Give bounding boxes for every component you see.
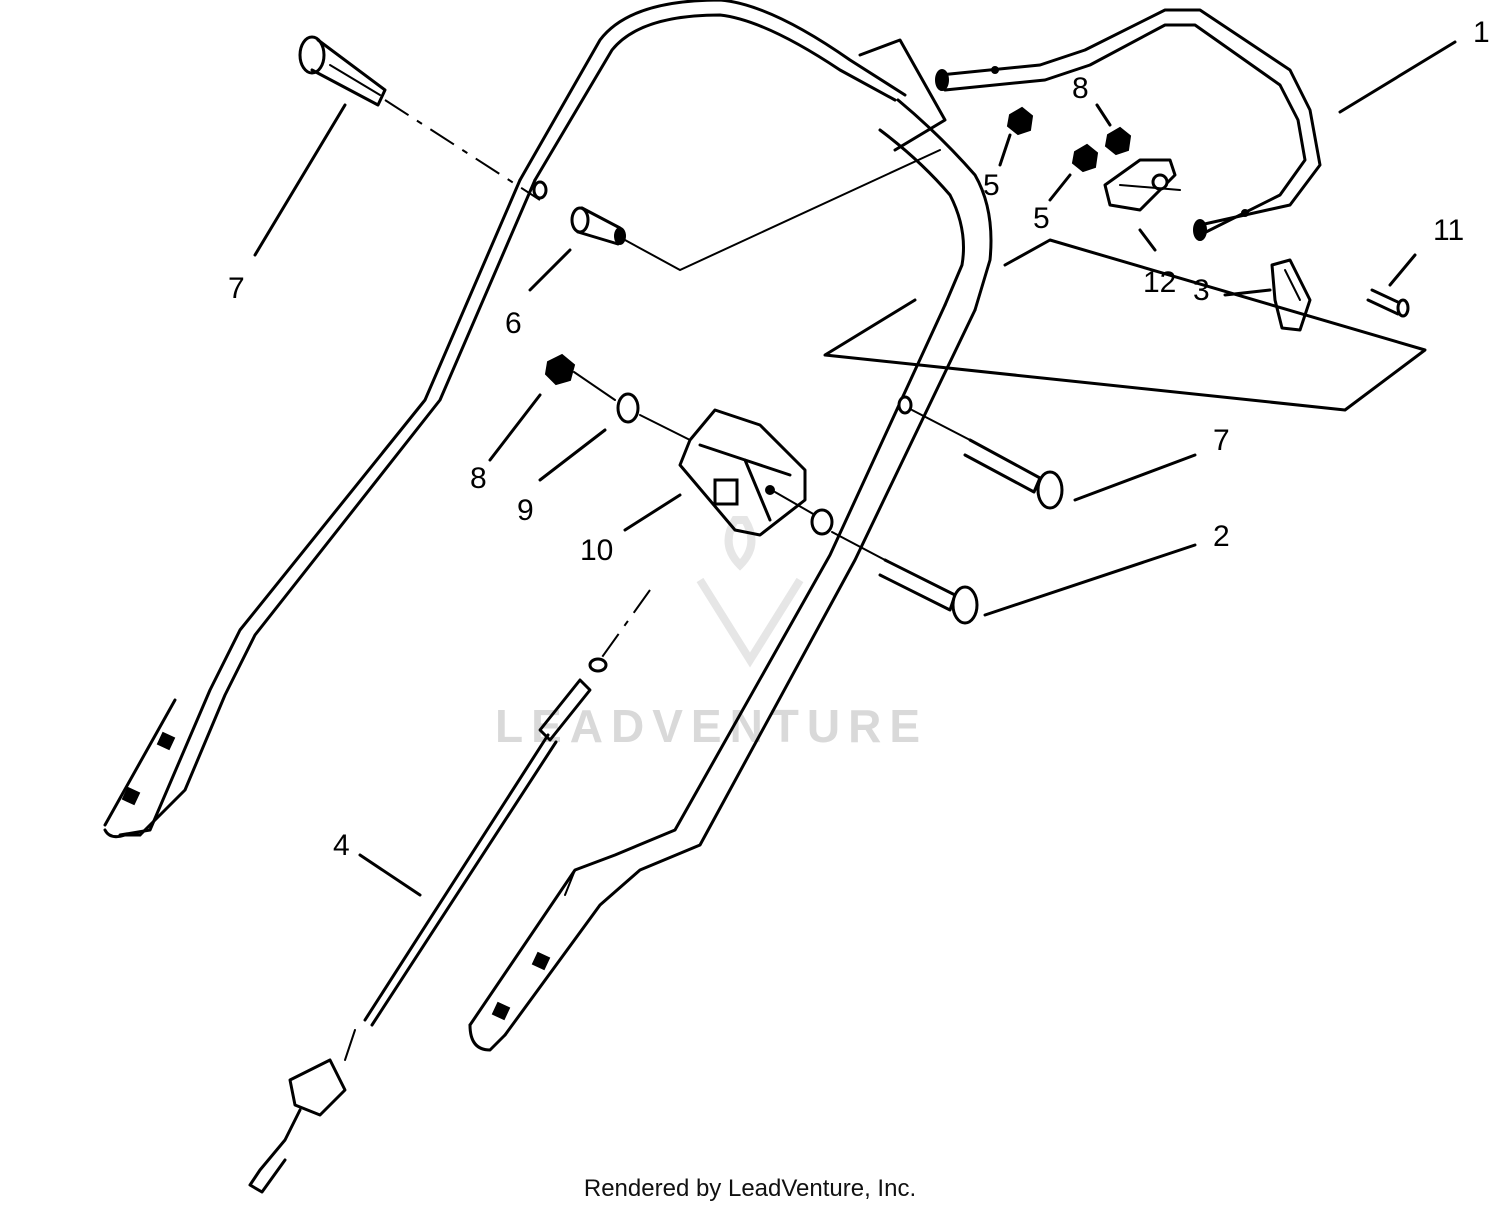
callout-2: 2 — [1213, 520, 1230, 553]
callout-8-lower: 8 — [470, 462, 487, 495]
spacer-6 — [570, 149, 941, 272]
callout-5-upper: 5 — [983, 169, 1000, 202]
bracket-12 — [1103, 158, 1181, 212]
watermark-logo: LEADVENTURE — [495, 516, 928, 752]
nut-5-lower — [1071, 143, 1099, 173]
callout-1: 1 — [1473, 16, 1490, 49]
nut-8-upper — [1104, 126, 1132, 156]
bolt-7-lower — [897, 395, 1064, 510]
main-handle — [103, 0, 993, 1052]
callout-labels: 1 2 3 4 5 5 6 7 7 8 8 9 10 11 12 — [228, 16, 1490, 862]
render-credit: Rendered by LeadVenture, Inc. — [583, 1175, 917, 1202]
callout-7-left: 7 — [228, 272, 245, 305]
callout-8-upper: 8 — [1072, 72, 1089, 105]
nut-5-upper — [1006, 106, 1034, 136]
callout-4: 4 — [333, 829, 350, 862]
leader-lines — [253, 40, 1457, 897]
lever-3 — [1270, 258, 1312, 332]
bolt-7-upper — [298, 35, 548, 201]
callout-5-lower: 5 — [1033, 202, 1050, 235]
control-cable-4 — [248, 589, 651, 1194]
washer-9 — [616, 392, 691, 441]
callout-7-right: 7 — [1213, 424, 1230, 457]
callout-10: 10 — [580, 534, 613, 567]
callout-12: 12 — [1143, 266, 1176, 299]
nut-8 — [544, 353, 616, 401]
callout-6: 6 — [505, 307, 522, 340]
control-bail — [823, 8, 1427, 412]
callout-9: 9 — [517, 494, 534, 527]
cable-guide-10 — [678, 408, 816, 537]
watermark-text: LEADVENTURE — [495, 700, 928, 752]
screw-11 — [1366, 288, 1410, 318]
callout-3: 3 — [1193, 274, 1210, 307]
callout-11: 11 — [1433, 214, 1464, 247]
bolt-2 — [810, 508, 979, 625]
